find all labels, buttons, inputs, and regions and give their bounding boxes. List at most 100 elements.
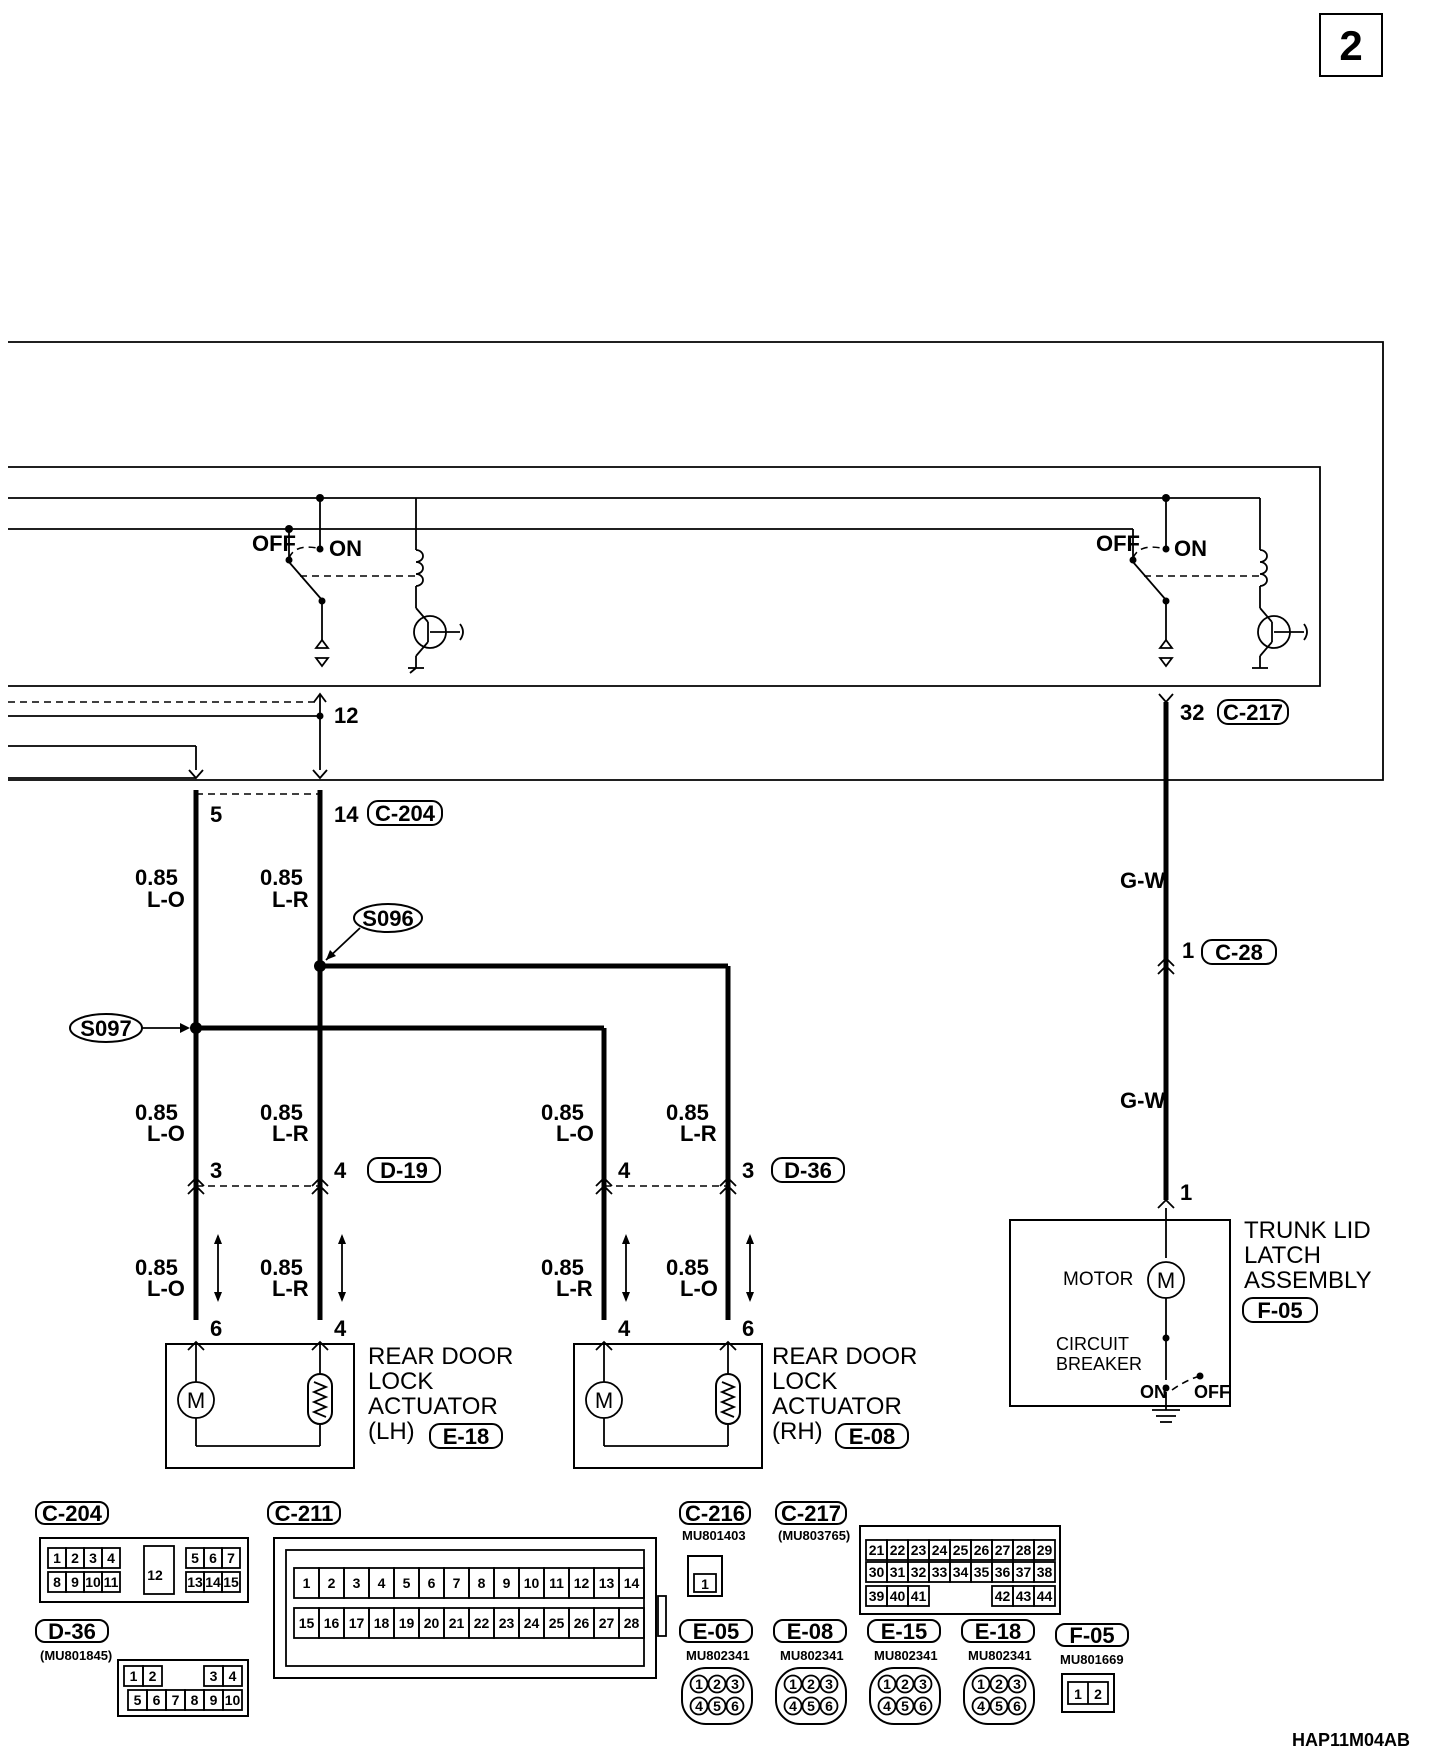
pin-number: 25: [953, 1542, 969, 1558]
svg-text:MU802341: MU802341: [686, 1648, 750, 1663]
pin-number: 4: [883, 1698, 891, 1714]
svg-text:L-R: L-R: [272, 887, 309, 912]
pin-number: 6: [731, 1698, 739, 1714]
svg-text:E-15: E-15: [881, 1619, 927, 1644]
pin-socket: [877, 1696, 897, 1716]
pin-number: 5: [901, 1698, 909, 1714]
svg-text:1: 1: [1182, 938, 1194, 963]
svg-text:L-O: L-O: [147, 887, 185, 912]
pin-number: 23: [499, 1615, 515, 1631]
lh-harness-wires: 0.85 L-O 0.85 L-R S096 S097 0.85 L-O 0.8…: [69, 790, 731, 1320]
pin-number: 8: [191, 1692, 199, 1708]
svg-text:C-217: C-217: [1223, 700, 1283, 725]
rear-door-lock-actuator-lh: 6 4 M REAR DOOR LOCK ACTUATOR (LH) E-18: [165, 1316, 513, 1469]
pin-number: 25: [549, 1615, 565, 1631]
svg-text:2: 2: [1094, 1686, 1102, 1702]
svg-text:OFF: OFF: [1194, 1382, 1230, 1402]
pin-number: 1: [789, 1676, 797, 1692]
pin-socket: [819, 1696, 839, 1716]
svg-text:S096: S096: [362, 906, 413, 931]
pin-number: 23: [911, 1542, 927, 1558]
pin-number: 10: [225, 1692, 241, 1708]
pin-number: 3: [919, 1676, 927, 1692]
pin-number: 21: [449, 1615, 465, 1631]
internal-signal-lines: 12: [8, 692, 358, 780]
svg-text:REAR DOOR: REAR DOOR: [368, 1343, 513, 1370]
svg-text:C-211: C-211: [275, 1501, 334, 1526]
pin-cell: [222, 1665, 243, 1687]
pin-number: 24: [932, 1542, 948, 1558]
svg-text:MU802341: MU802341: [874, 1648, 938, 1663]
pin-number: 9: [210, 1692, 218, 1708]
pin-number: 11: [104, 1574, 119, 1590]
pin-number: 31: [890, 1564, 906, 1580]
svg-text:BREAKER: BREAKER: [1056, 1354, 1142, 1374]
pin-number: 24: [524, 1615, 540, 1631]
pin-number: 4: [107, 1550, 115, 1566]
pin-socket: [801, 1696, 821, 1716]
svg-text:CIRCUIT: CIRCUIT: [1056, 1334, 1129, 1354]
pin-number: 36: [995, 1564, 1011, 1580]
svg-text:L-R: L-R: [272, 1276, 309, 1301]
pin-number: 44: [1037, 1588, 1053, 1604]
svg-text:4: 4: [618, 1316, 631, 1341]
pin-socket: [819, 1674, 839, 1694]
svg-text:M: M: [595, 1388, 613, 1413]
svg-text:L-R: L-R: [680, 1121, 717, 1146]
pin-socket: [707, 1674, 727, 1694]
svg-text:1: 1: [701, 1576, 709, 1592]
svg-text:C-204: C-204: [375, 801, 436, 826]
svg-text:0.85: 0.85: [666, 1100, 709, 1125]
svg-text:0.85: 0.85: [135, 1255, 178, 1280]
svg-text:0.85: 0.85: [135, 865, 178, 890]
svg-text:C-216: C-216: [685, 1501, 745, 1526]
svg-text:4: 4: [334, 1316, 347, 1341]
pin-number: 30: [869, 1564, 885, 1580]
svg-text:M: M: [187, 1388, 205, 1413]
pin-number: 5: [995, 1698, 1003, 1714]
svg-text:F-05: F-05: [1069, 1623, 1114, 1648]
svg-text:ACTUATOR: ACTUATOR: [772, 1393, 902, 1420]
pin-number: 13: [187, 1574, 203, 1590]
connector-shell: [963, 1667, 1035, 1725]
pin-cell: [222, 1689, 243, 1711]
pin-socket: [989, 1696, 1009, 1716]
svg-text:(MU801845): (MU801845): [40, 1648, 112, 1663]
pin-cell: [1033, 1539, 1056, 1561]
svg-text:TRUNK LID: TRUNK LID: [1244, 1217, 1371, 1244]
connector-view-c216: C-216 MU801403 1: [679, 1501, 751, 1597]
pin-number: 39: [869, 1588, 885, 1604]
pin-number: 17: [349, 1615, 365, 1631]
pin-number: 4: [378, 1575, 386, 1591]
svg-text:L-O: L-O: [147, 1276, 185, 1301]
pin-socket: [801, 1674, 821, 1694]
pin-number: 6: [919, 1698, 927, 1714]
svg-text:L-R: L-R: [272, 1121, 309, 1146]
pin-number: 5: [403, 1575, 411, 1591]
pin-number: 12: [574, 1575, 590, 1591]
trunk-relay-right: OFF ON: [1096, 494, 1308, 669]
pin-number: 7: [453, 1575, 461, 1591]
svg-text:L-O: L-O: [147, 1121, 185, 1146]
svg-text:0.85: 0.85: [541, 1100, 584, 1125]
connector-view-f05: F-05 MU801669 1 2: [1055, 1623, 1129, 1713]
pin-socket: [689, 1696, 709, 1716]
pin-number: 6: [209, 1550, 217, 1566]
svg-text:OFF: OFF: [1096, 531, 1140, 556]
pin-number: 4: [695, 1698, 703, 1714]
svg-text:E-18: E-18: [443, 1424, 489, 1449]
pin-number: 27: [599, 1615, 615, 1631]
pin-number: 5: [191, 1550, 199, 1566]
pin-number: 42: [995, 1588, 1011, 1604]
pin-socket: [989, 1674, 1009, 1694]
pin-number: 14: [624, 1575, 640, 1591]
svg-text:L-O: L-O: [556, 1121, 594, 1146]
pin-socket: [913, 1696, 933, 1716]
pin-number: 15: [223, 1574, 239, 1590]
pin-socket: [877, 1674, 897, 1694]
pin-number: 5: [713, 1698, 721, 1714]
trunk-lid-latch-assembly: M MOTOR CIRCUIT BREAKER ON OFF TRUNK LID…: [1009, 1208, 1372, 1423]
svg-text:3: 3: [742, 1158, 754, 1183]
